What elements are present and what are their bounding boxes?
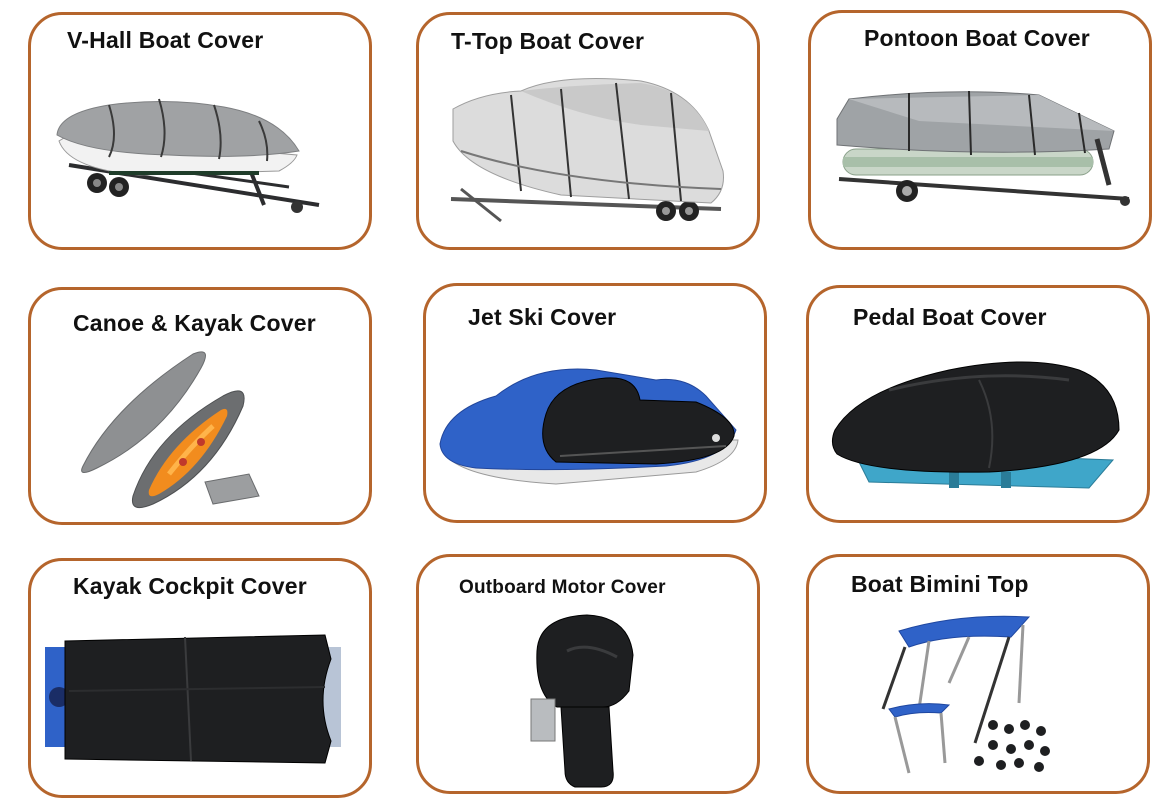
product-title: Canoe & Kayak Cover xyxy=(73,310,316,336)
product-card-canoe-kayak-cover[interactable]: Canoe & Kayak Cover xyxy=(28,287,372,525)
product-card-pontoon-boat-cover[interactable]: Pontoon Boat Cover xyxy=(808,10,1152,250)
kayak-cockpit-cover-icon xyxy=(45,634,341,764)
covered-jet-ski-icon xyxy=(439,368,739,485)
product-title: Outboard Motor Cover xyxy=(459,577,666,598)
product-title: Kayak Cockpit Cover xyxy=(73,573,307,599)
product-title: Boat Bimini Top xyxy=(851,571,1029,597)
product-title: Pontoon Boat Cover xyxy=(864,25,1090,51)
product-card-t-top-boat-cover[interactable]: T-Top Boat Cover xyxy=(416,12,760,250)
covered-pedal-boat-icon xyxy=(831,361,1120,489)
product-card-boat-bimini-top[interactable]: Boat Bimini Top xyxy=(806,554,1150,794)
product-title: V-Hall Boat Cover xyxy=(67,27,264,53)
product-card-pedal-boat-cover[interactable]: Pedal Boat Cover xyxy=(806,285,1150,523)
canoe-kayak-cover-icon xyxy=(81,351,260,509)
product-title: Jet Ski Cover xyxy=(468,304,617,330)
covered-v-hull-boat-on-trailer-icon xyxy=(56,98,320,213)
product-title: Pedal Boat Cover xyxy=(853,304,1047,330)
product-card-v-hull-boat-cover[interactable]: V-Hall Boat Cover xyxy=(28,12,372,250)
covered-pontoon-boat-on-trailer-icon xyxy=(836,90,1130,206)
product-title: T-Top Boat Cover xyxy=(451,28,645,54)
bimini-top-frame-icon xyxy=(881,615,1050,774)
covered-t-top-boat-on-trailer-icon xyxy=(450,78,724,223)
product-card-outboard-motor-cover[interactable]: Outboard Motor Cover xyxy=(416,554,760,794)
product-card-kayak-cockpit-cover[interactable]: Kayak Cockpit Cover xyxy=(28,558,372,798)
product-card-jet-ski-cover[interactable]: Jet Ski Cover xyxy=(423,283,767,523)
outboard-motor-cover-icon xyxy=(530,614,634,788)
